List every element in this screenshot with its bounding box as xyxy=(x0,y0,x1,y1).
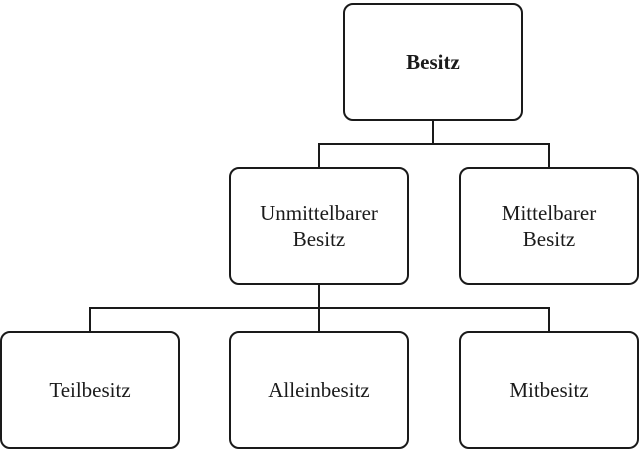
node-besitz-label: Besitz xyxy=(406,49,460,74)
node-mittelbarer-besitz-label: Mittelbarer Besitz xyxy=(501,200,597,251)
node-alleinbesitz: Alleinbesitz xyxy=(229,331,409,449)
node-alleinbesitz-label: Alleinbesitz xyxy=(268,377,370,402)
node-mitbesitz: Mitbesitz xyxy=(459,331,639,449)
node-teilbesitz: Teilbesitz xyxy=(0,331,180,449)
node-mitbesitz-label: Mitbesitz xyxy=(509,377,589,402)
node-besitz: Besitz xyxy=(343,3,523,121)
node-mittelbarer-besitz: Mittelbarer Besitz xyxy=(459,167,639,285)
node-unmittelbarer-besitz-label: Unmittelbarer Besitz xyxy=(260,200,378,251)
node-unmittelbarer-besitz: Unmittelbarer Besitz xyxy=(229,167,409,285)
node-teilbesitz-label: Teilbesitz xyxy=(49,377,131,402)
